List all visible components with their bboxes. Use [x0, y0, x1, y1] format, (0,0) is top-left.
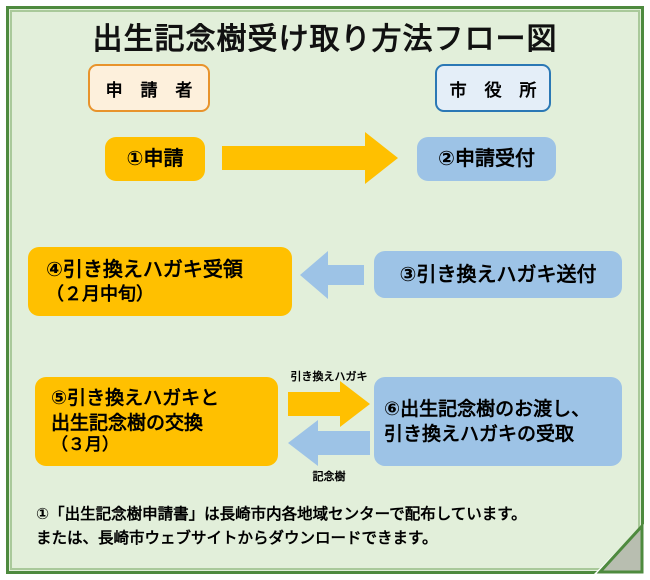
- arrow-left-step3: [301, 251, 364, 264]
- step-2-line-1: ②申請受付: [438, 146, 535, 171]
- arrow-label-exchange-postcard: 引き換えハガキ: [290, 370, 368, 383]
- step-6-line-1: ⑥出生記念樹のお渡し、: [384, 398, 591, 421]
- step-node-1: ①申請: [105, 137, 205, 181]
- step-4-line-1: ④引き換えハガキ受領: [46, 257, 243, 282]
- step-5-line-2: 出生記念樹の交換: [51, 411, 204, 434]
- step-5-line-3: （３月）: [51, 434, 119, 455]
- step-node-5: ⑤引き換えハガキと 出生記念樹の交換 （３月）: [35, 377, 278, 466]
- step-node-2: ②申請受付: [417, 137, 556, 181]
- arrow-right-step1: [222, 132, 398, 184]
- footnote-line-2: または、長崎市ウェブサイトからダウンロードできます。: [36, 529, 438, 548]
- lane-header-city-hall: 市 役 所: [435, 64, 551, 112]
- step-5-line-1: ⑤引き換えハガキと: [51, 387, 220, 410]
- page-curl-icon: [594, 524, 644, 574]
- step-6-line-2: 引き換えハガキの受取: [384, 422, 575, 445]
- footnote-line-1: ①「出生記念樹申請書」は長崎市内各地域センターで配布しています。: [36, 505, 527, 523]
- step-node-3: ③引き換えハガキ送付: [374, 251, 622, 298]
- arrow-right-step5: [288, 381, 370, 427]
- arrow-left-step3-body: [300, 251, 364, 299]
- step-4-line-2: （２月中旬）: [46, 283, 154, 305]
- lane-header-applicant-label: 申 請 者: [105, 80, 199, 101]
- step-1-line-1: ①申請: [126, 146, 184, 171]
- step-3-line-1: ③引き換えハガキ送付: [399, 261, 597, 286]
- step-node-6: ⑥出生記念樹のお渡し、 引き換えハガキの受取: [374, 377, 622, 466]
- lane-header-applicant: 申 請 者: [88, 64, 210, 112]
- lane-header-city-hall-label: 市 役 所: [449, 80, 543, 101]
- arrow-left-step6: [288, 420, 370, 466]
- step-node-4: ④引き換えハガキ受領 （２月中旬）: [28, 247, 292, 316]
- arrow-label-commemorative-tree: 記念樹: [312, 470, 346, 483]
- footnote-block: ①「出生記念樹申請書」は長崎市内各地域センターで配布しています。 または、長崎市…: [36, 502, 606, 550]
- page-title: 出生記念樹受け取り方法フロー図: [92, 22, 558, 57]
